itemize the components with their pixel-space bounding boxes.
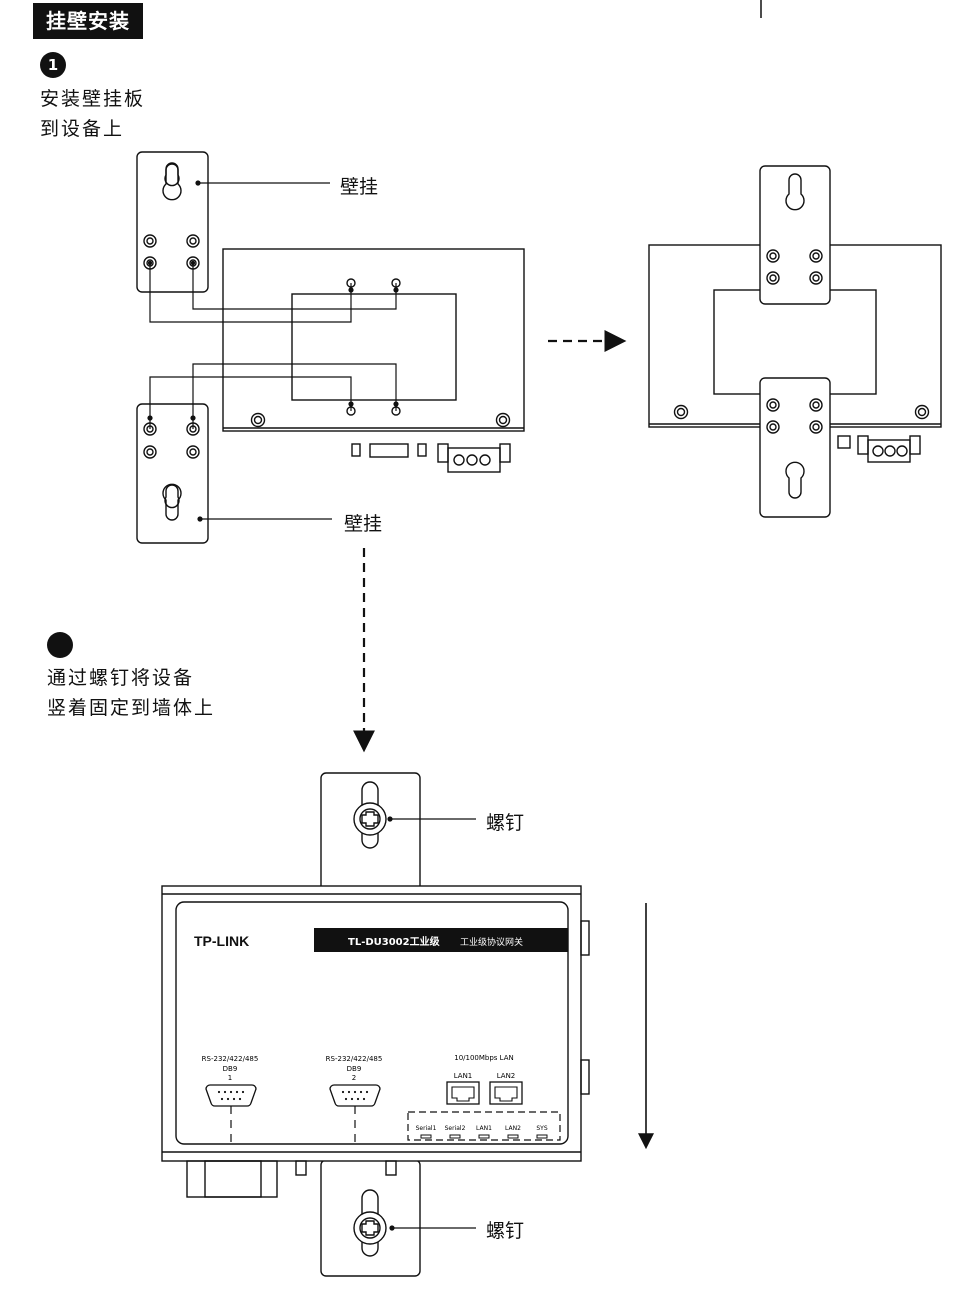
step-2-badge [47, 632, 73, 658]
serial-port-2: RS-232/422/485 DB9 2 [326, 1055, 383, 1148]
serial-port-1-type: RS-232/422/485 [202, 1055, 259, 1063]
brand-logo: TP-LINK [194, 933, 249, 949]
assembled-bracket-top [759, 165, 831, 305]
serial-port-1-connector: DB9 [223, 1065, 238, 1073]
led-lan2 [507, 1134, 519, 1139]
step-1-instruction: 安装壁挂板 到设备上 [40, 84, 145, 144]
led-lan2-label: LAN2 [505, 1125, 521, 1132]
serial-port-1: RS-232/422/485 DB9 1 [202, 1055, 259, 1148]
screw-label-bottom: 螺钉 [486, 1220, 525, 1242]
section-title: 挂壁安装 [33, 3, 143, 39]
lan-port-1: LAN1 [446, 1072, 480, 1105]
screw-bottom-icon [353, 1211, 387, 1245]
screw-top-icon [353, 802, 387, 836]
led-indicator-panel: Serial1 Serial2 LAN1 LAN2 SYS [407, 1111, 561, 1141]
lan-port-2: LAN2 [489, 1072, 523, 1105]
serial-port-2-number: 2 [352, 1074, 356, 1082]
bracket-label-bottom: 壁挂 [344, 513, 383, 535]
led-serial1 [420, 1134, 432, 1139]
model-banner [314, 928, 568, 952]
serial-port-1-number: 1 [228, 1074, 232, 1082]
model-name: TL-DU3002工业级 [348, 935, 441, 948]
screw-callout-lines [387, 816, 476, 1231]
led-serial1-label: Serial1 [416, 1125, 437, 1132]
alignment-lines [147, 180, 399, 522]
wall-bracket-top [136, 151, 209, 293]
step-2-line-2: 竖着固定到墙体上 [47, 697, 216, 719]
keyhole-slots [162, 163, 182, 521]
led-sys-label: SYS [536, 1125, 547, 1132]
led-sys [536, 1134, 548, 1139]
led-serial2-label: Serial2 [445, 1125, 466, 1132]
model-subtitle: 工业级协议网关 [460, 936, 523, 948]
step-1-badge: 1 [40, 52, 66, 78]
wall-bracket-bottom [136, 403, 209, 544]
step-1-line-1: 安装壁挂板 [40, 88, 146, 110]
step-2-instruction: 通过螺钉将设备 竖着固定到墙体上 [47, 663, 215, 723]
device-back-view [222, 248, 525, 473]
serial-port-2-connector: DB9 [347, 1065, 362, 1073]
led-lan1-label: LAN1 [476, 1125, 492, 1132]
led-lan1 [478, 1134, 490, 1139]
lan-port-1-label: LAN1 [454, 1072, 473, 1080]
assembled-bracket-bottom [759, 377, 831, 518]
lan-header: 10/100Mbps LAN [454, 1054, 514, 1062]
serial-port-2-type: RS-232/422/485 [326, 1055, 383, 1063]
lan-port-2-label: LAN2 [497, 1072, 516, 1080]
bracket-label-top: 壁挂 [340, 176, 379, 198]
led-serial2 [449, 1134, 461, 1139]
step-1-line-2: 到设备上 [40, 118, 125, 140]
screw-label-top: 螺钉 [486, 812, 525, 834]
step-2-line-1: 通过螺钉将设备 [47, 667, 195, 689]
